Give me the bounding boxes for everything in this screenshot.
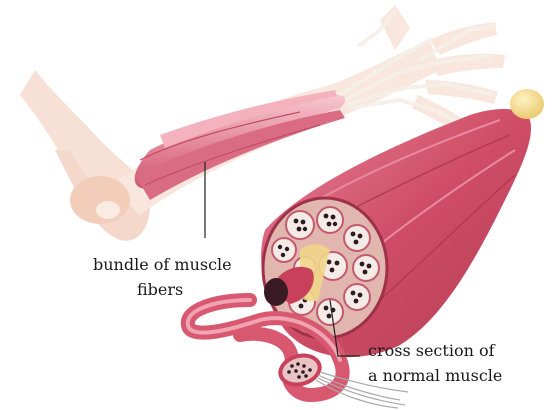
bundle-label-line1: bundle of muscle [93, 254, 232, 276]
cross-section-label-line2: a normal muscle [368, 365, 502, 387]
tendon-end [510, 89, 544, 119]
elbow [70, 176, 130, 224]
pulled-fascicle-end [264, 278, 288, 306]
forearm-muscles [135, 90, 346, 200]
cross-section-label-line1: cross section of [368, 340, 495, 362]
bundle-label-line2: fibers [137, 279, 183, 301]
